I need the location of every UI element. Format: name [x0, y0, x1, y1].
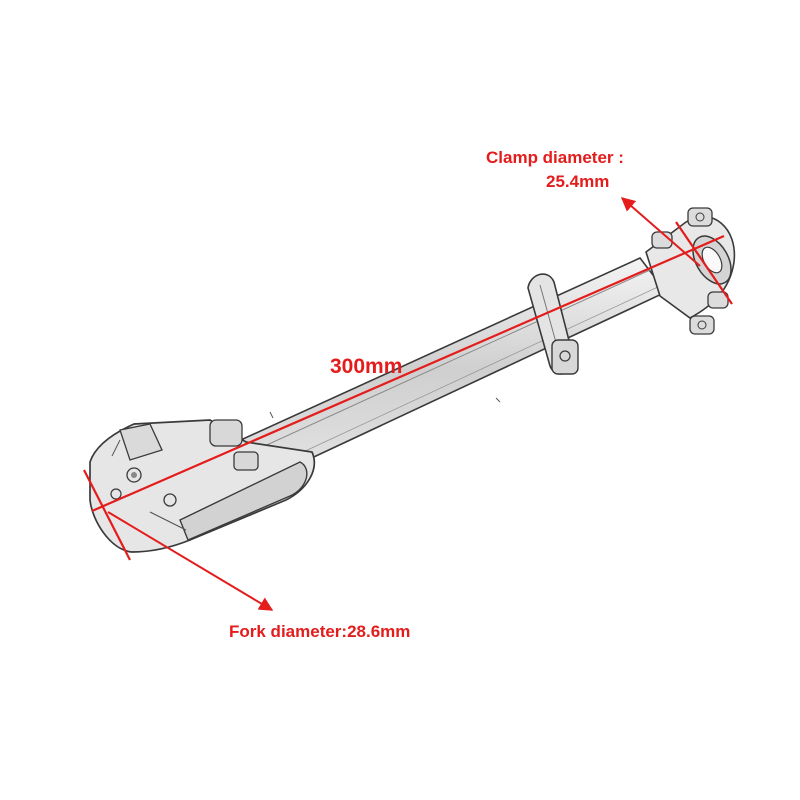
- clamp-diameter-line: [675, 221, 733, 305]
- clamp-diameter-value: 25.4mm: [546, 172, 610, 191]
- clamp-diameter-arrow: [620, 197, 701, 267]
- dimension-lines: [83, 197, 733, 611]
- fork-diameter-arrow: [107, 511, 274, 611]
- fork-clamp-illustration: [89, 419, 316, 553]
- fork-diameter-line: [83, 469, 131, 561]
- clamp-diameter-label: Clamp diameter :: [486, 148, 624, 167]
- length-dimension-line: [91, 234, 725, 513]
- fork-diameter-label: Fork diameter:28.6mm: [229, 622, 411, 641]
- middle-collar: [527, 273, 579, 375]
- clamp-head-illustration: [645, 207, 736, 335]
- length-label: 300mm: [330, 355, 403, 378]
